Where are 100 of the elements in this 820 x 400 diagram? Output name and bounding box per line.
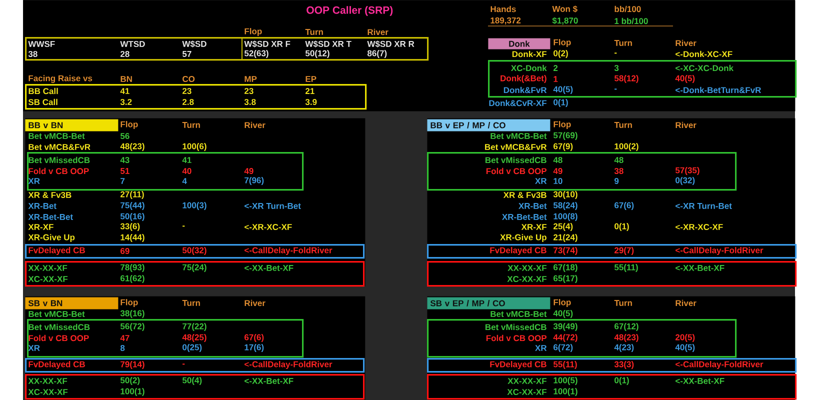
stat-value: 57(35) (675, 167, 700, 175)
stat-value: $1,870 (552, 17, 578, 25)
column-header: Flop (244, 28, 262, 36)
row-label: XR (535, 178, 547, 184)
stat-value: 6(72) (554, 344, 573, 352)
row-label: XX-XX-XF (28, 378, 68, 384)
row-label: XR (28, 178, 40, 184)
stat-value: 38 (614, 168, 624, 174)
stat-value: 1 (554, 76, 558, 82)
row-label: FvDelayed CB (28, 361, 85, 369)
stat-value: 3.8 (244, 99, 256, 106)
column-header: Facing Raise vs (28, 75, 92, 83)
section-tab: BB v BN (25, 119, 118, 132)
column-header: River (676, 40, 696, 46)
row-label: XX-XX-XF (508, 265, 546, 271)
stat-value: 21(24) (554, 234, 578, 242)
stat-value: 65(17) (554, 275, 578, 283)
stat-value: 23 (182, 88, 192, 94)
stat-value: 48(25) (182, 334, 206, 342)
column-header: Turn (182, 300, 200, 306)
column-header: Flop (120, 299, 138, 307)
stat-value: <-XR Turn-Bet (244, 203, 301, 209)
row-label: FvDelayed CB (28, 247, 85, 255)
row-label: XR-XF (28, 224, 54, 230)
stat-value: 50(16) (120, 213, 144, 221)
row-label: Donk(&Bet) (500, 75, 546, 83)
stat-value: 48(23) (120, 143, 144, 151)
row-label: Fold v CB OOP (486, 168, 547, 174)
stat-value: 8 (120, 345, 125, 351)
column-header: WTSD (120, 41, 145, 47)
stat-value: 100(1) (120, 388, 144, 396)
stat-value: 50(32) (182, 247, 206, 255)
stat-value: <-XX-Bet-XF (676, 378, 724, 384)
stat-value: 0(1) (614, 223, 629, 231)
row-label: XC-XX-XF (28, 389, 68, 395)
column-header: bb/100 (614, 6, 641, 12)
stat-value: 38(16) (120, 310, 144, 318)
stat-value: 0(1) (554, 99, 568, 107)
stat-value: 17(6) (244, 344, 264, 352)
stat-value: 3 (614, 65, 619, 72)
stat-value: - (614, 88, 617, 90)
stat-value: 67(9) (554, 143, 573, 151)
stat-value: 1 bb/100 (614, 18, 648, 24)
stat-value: 49 (244, 168, 254, 174)
row-label: XX-XX-XF (508, 378, 546, 384)
row-label: XC-XX-XF (507, 276, 546, 282)
stat-value: 55(11) (614, 264, 638, 272)
stat-value: 2.8 (182, 99, 194, 105)
stat-value: 55(11) (553, 361, 577, 369)
stat-value: 21 (306, 88, 314, 94)
row-label: Donk-XF (512, 50, 546, 58)
column-header: Flop (554, 121, 571, 129)
row-label: XC-Donk (511, 64, 547, 72)
stat-value: 3.9 (305, 99, 317, 106)
column-header: BN (120, 76, 132, 82)
column-header: W$SD XR F (244, 40, 290, 48)
stat-value: 51 (120, 168, 130, 174)
row-label: XX-XX-XF (28, 265, 68, 271)
stat-value: 25(4) (554, 223, 573, 231)
stat-value: 67(12) (614, 323, 638, 331)
stat-value: 30(10) (553, 191, 578, 199)
column-header: W$SD XR R (367, 40, 414, 48)
column-header: W$SD XR T (305, 40, 352, 48)
stat-value: 49 (553, 168, 562, 174)
stat-value: 61(62) (120, 275, 144, 283)
row-label: Fold v CB OOP (28, 334, 89, 342)
stat-value: 33(6) (120, 223, 140, 231)
column-header: Turn (305, 29, 323, 35)
row-label: XR-XF (521, 224, 546, 230)
row-label: Donk&CvR-XF (489, 100, 546, 106)
row-label: Bet vMissedCB (28, 324, 90, 330)
stat-value: 100(8) (554, 213, 578, 221)
column-header: Won $ (552, 6, 578, 12)
stat-value: 47 (120, 335, 130, 341)
stat-value: 4(23) (614, 344, 634, 352)
stat-value: 29(7) (614, 247, 634, 255)
row-label: XR-Bet (518, 203, 547, 209)
stat-value: 40 (182, 168, 192, 174)
stat-value: 7 (120, 178, 125, 184)
stat-value: <-XR-XC-XF (244, 224, 292, 230)
stat-value: <-XX-Bet-XF (676, 265, 724, 271)
row-label: 189,372 (490, 17, 521, 25)
stat-value: 48 (614, 157, 624, 163)
stat-value: 69 (120, 248, 130, 254)
column-header: Turn (614, 300, 632, 306)
stat-value: 78(93) (120, 264, 144, 272)
column-header: Turn (182, 122, 200, 128)
column-header: Turn (614, 122, 632, 128)
column-header: River (244, 122, 266, 128)
row-label: XR-Bet-Bet (502, 214, 547, 220)
stat-value: 67(6) (244, 334, 264, 342)
section-tab: Donk (488, 38, 550, 50)
row-label: Bet vMissedCB (486, 156, 546, 164)
stat-value: 86(7) (367, 50, 387, 58)
stat-value: 33(3) (614, 361, 634, 369)
row-label: Bet vMCB-Bet (28, 133, 85, 139)
column-header: CO (182, 76, 195, 82)
stat-value: 50(2) (120, 377, 140, 385)
stat-value: <-Donk-BetTurn&FvR (676, 86, 762, 94)
section-tab: BB v EP / MP / CO (427, 119, 550, 132)
